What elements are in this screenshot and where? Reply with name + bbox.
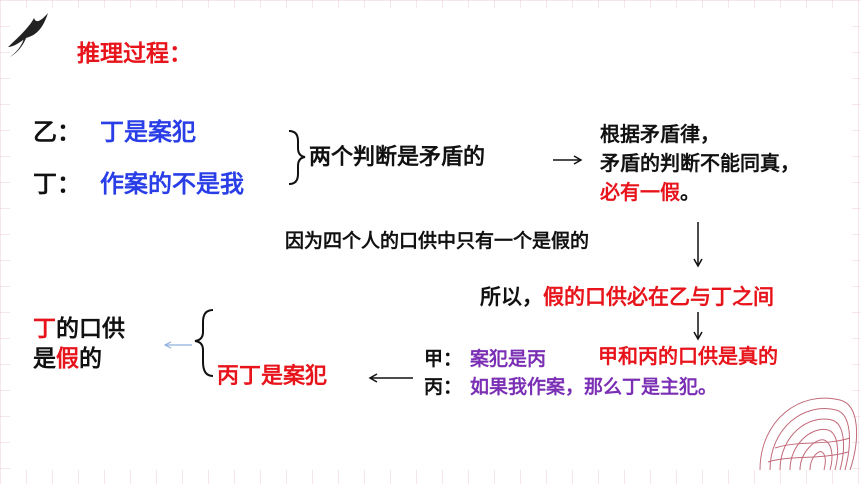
law-period: 。: [680, 180, 700, 204]
slide-card: [10, 8, 852, 470]
both-true-text: 甲和丙的口供是真的: [598, 344, 778, 368]
law-line-2: 矛盾的判断不能同真，: [600, 151, 800, 175]
result-ding: 丁: [33, 316, 56, 342]
yi-claim: 丁是案犯: [100, 118, 196, 146]
result-line-2: 是假的: [33, 348, 102, 371]
therefore-highlight: 假的口供必在乙与丁之间: [543, 285, 774, 309]
page-title: 推理过程：: [77, 41, 192, 67]
result-line-1: 丁的口供: [33, 318, 125, 341]
bing-label: 丙：: [424, 376, 463, 398]
therefore-text: 所以，假的口供必在乙与丁之间: [480, 287, 774, 308]
jia-label: 甲：: [424, 348, 463, 370]
swallow-icon: [8, 13, 48, 57]
law-line-1: 根据矛盾律，: [600, 122, 720, 146]
ding-claim: 作案的不是我: [100, 170, 244, 198]
bing-claim: 如果我作案，那么丁是主犯。: [470, 376, 718, 398]
law-line-3: 必有一假。: [600, 182, 700, 202]
premise-text: 因为四个人的口供中只有一个是假的: [285, 230, 590, 252]
arrow-to-law: [553, 155, 583, 165]
yi-label: 乙：: [33, 118, 81, 146]
law-highlight: 必有一假: [600, 180, 680, 204]
brace-2: [194, 309, 214, 377]
contradiction-text: 两个判断是矛盾的: [309, 145, 486, 170]
result-part-3: 的: [79, 346, 102, 372]
arrow-to-conclusion: [368, 373, 413, 383]
arrow-down-2: [693, 312, 703, 341]
result-jia: 假: [56, 346, 79, 372]
arrow-to-result: [163, 341, 192, 349]
result-part-1: 的口供: [56, 316, 125, 342]
shell-decoration: [759, 397, 858, 471]
arrow-down-1: [693, 222, 703, 268]
result-part-2: 是: [33, 346, 56, 372]
jia-claim: 案犯是丙: [470, 348, 547, 370]
brace-1: [288, 130, 306, 185]
therefore-prefix: 所以，: [480, 285, 543, 309]
ding-label: 丁：: [33, 170, 81, 198]
conclusion-text: 丙丁是案犯: [217, 364, 328, 389]
